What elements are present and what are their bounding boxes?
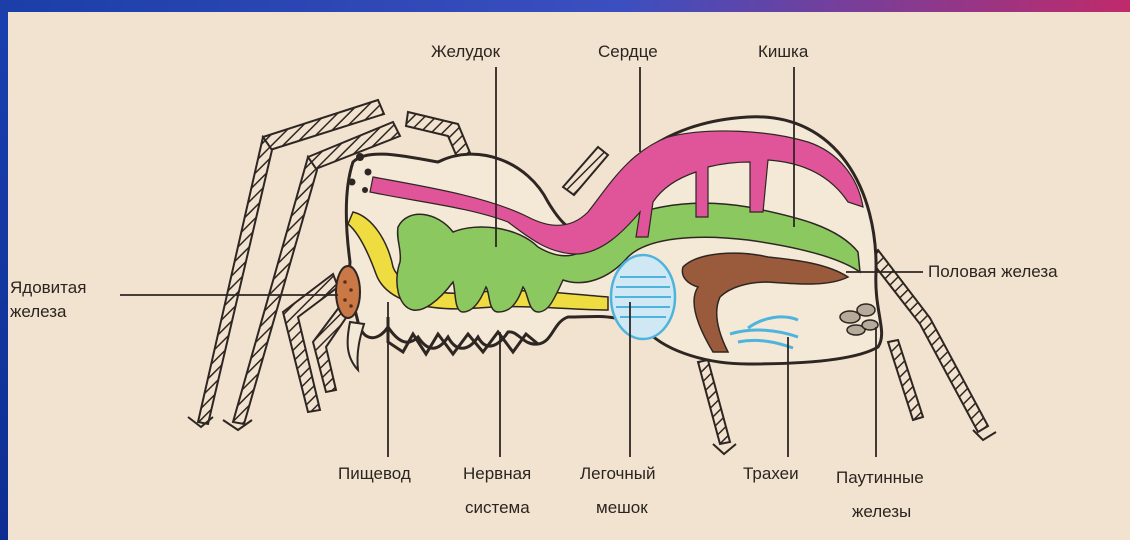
book-lung-shape xyxy=(611,255,675,339)
label-silk-glands-line2: железы xyxy=(852,502,911,522)
label-nervous-line1: Нервная xyxy=(463,464,531,484)
label-nervous-line2: система xyxy=(465,498,530,518)
label-heart: Сердце xyxy=(598,42,658,62)
diagram-paper: Желудок Сердце Кишка Ядовитая железа Пол… xyxy=(8,12,1130,540)
leg-claws xyxy=(188,417,996,454)
label-intestine: Кишка xyxy=(758,42,808,62)
label-venom-gland-line2: железа xyxy=(10,302,67,322)
label-lung-line2: мешок xyxy=(596,498,648,518)
label-trachea: Трахеи xyxy=(743,464,799,484)
label-silk-glands-line1: Паутинные xyxy=(836,468,924,488)
fang xyxy=(348,322,364,370)
label-esophagus: Пищевод xyxy=(338,464,411,484)
label-venom-gland-line1: Ядовитая xyxy=(10,278,86,298)
venom-gland-shape xyxy=(336,266,360,318)
label-gonad: Половая железа xyxy=(928,262,1058,282)
label-lung-line1: Легочный xyxy=(580,464,655,484)
label-stomach: Желудок xyxy=(431,42,500,62)
